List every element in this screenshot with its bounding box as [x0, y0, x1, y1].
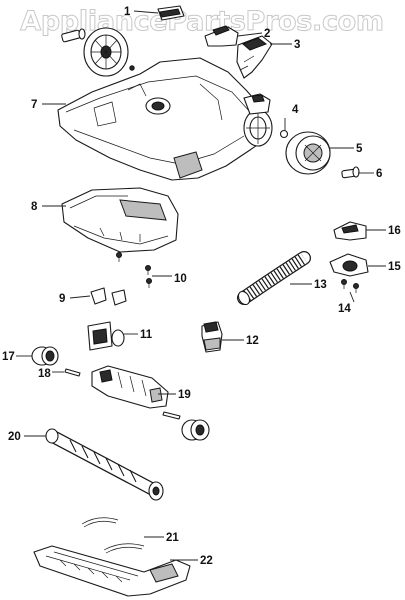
label-6: 6 — [376, 168, 382, 180]
label-22: 22 — [200, 555, 213, 567]
label-14: 14 — [338, 303, 351, 315]
part-2-bracket[interactable] — [204, 25, 239, 47]
label-12: 12 — [246, 335, 259, 347]
label-2: 2 — [264, 28, 270, 40]
base-right-wheel[interactable] — [243, 109, 273, 147]
axle-pin[interactable] — [61, 28, 86, 43]
label-8: 8 — [31, 201, 38, 213]
label-9: 9 — [59, 293, 65, 305]
label-15: 15 — [388, 261, 401, 273]
label-13: 13 — [314, 279, 327, 291]
part-14-screws[interactable] — [341, 279, 359, 294]
label-3: 3 — [294, 39, 300, 51]
label-5: 5 — [356, 143, 363, 155]
part-21-strips[interactable] — [81, 517, 145, 554]
label-17: 17 — [2, 351, 15, 363]
part-10-screws[interactable] — [145, 265, 152, 289]
part-12-swivel-cap[interactable] — [201, 321, 223, 353]
part-17-bushing[interactable] — [31, 346, 59, 366]
brushroll-end-cap[interactable] — [181, 419, 210, 441]
label-21: 21 — [166, 532, 179, 544]
label-1: 1 — [124, 6, 131, 18]
left-wheel[interactable] — [83, 27, 129, 77]
part-9-clips[interactable] — [90, 287, 127, 306]
label-18: 18 — [38, 368, 51, 380]
label-7: 7 — [31, 99, 37, 111]
part-22-base-plate[interactable] — [33, 545, 191, 597]
label-20: 20 — [8, 431, 21, 443]
part-1-clip[interactable] — [157, 5, 185, 21]
part-7-base-housing[interactable] — [57, 57, 271, 181]
part-8-nozzle-hood[interactable] — [61, 187, 179, 253]
label-10: 10 — [174, 273, 187, 285]
label-4: 4 — [292, 104, 299, 116]
part-15-cuff[interactable] — [329, 253, 369, 277]
part-13-hose[interactable] — [236, 251, 311, 307]
part-16-cuff-top[interactable] — [333, 221, 367, 241]
label-11: 11 — [140, 329, 153, 341]
part-11-holder[interactable] — [87, 321, 125, 351]
base-latch[interactable] — [243, 93, 271, 115]
part-8-screw[interactable] — [116, 252, 122, 263]
part-19-bracket[interactable] — [91, 365, 169, 409]
part-5-wheel[interactable] — [285, 131, 331, 175]
part-6-axle-bolt[interactable] — [341, 166, 360, 179]
callouts: 1 2 3 4 5 6 7 8 9 10 11 12 13 — [2, 6, 401, 567]
part-3-latch[interactable] — [236, 35, 273, 79]
part-20-brushroll[interactable] — [45, 428, 164, 501]
label-19: 19 — [178, 389, 191, 401]
label-16: 16 — [388, 225, 401, 237]
part-4-ring[interactable] — [279, 129, 289, 139]
part-18-pin[interactable] — [64, 368, 81, 377]
part-19-pin[interactable] — [162, 411, 181, 420]
